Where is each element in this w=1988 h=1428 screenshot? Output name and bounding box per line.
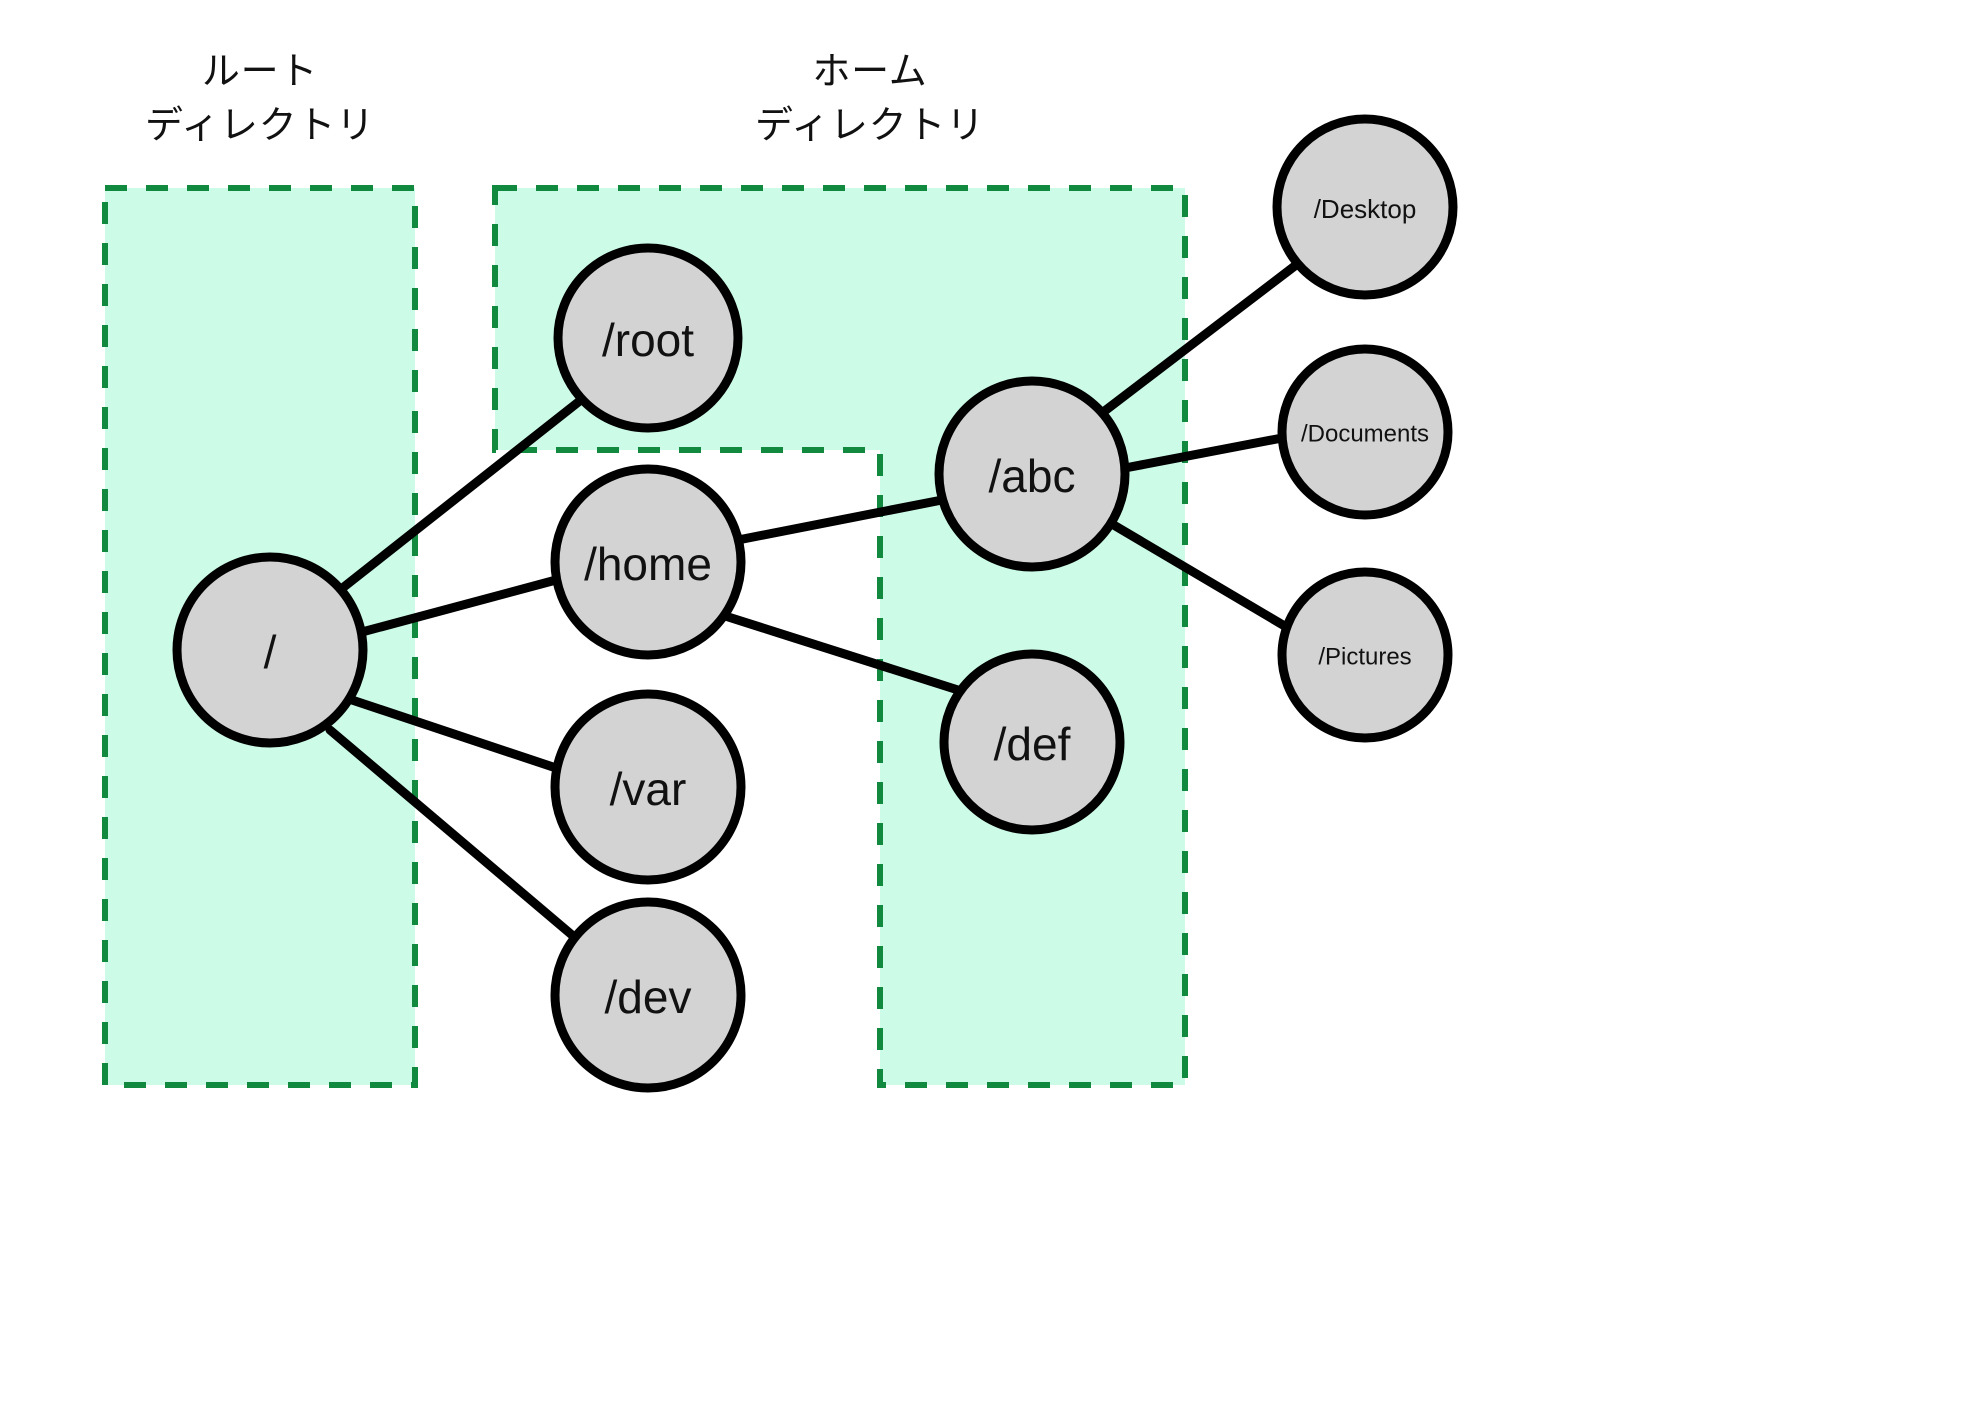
node-documents-circle[interactable] — [1277, 344, 1453, 520]
home-directory-region-label: ホーム ディレクトリ — [755, 51, 985, 147]
edge-home-to-def — [717, 610, 963, 695]
node-abc-label: /abc — [989, 450, 1076, 502]
node-abc-circle[interactable] — [934, 376, 1130, 572]
edge-abc-to-pictures — [1107, 519, 1293, 633]
node-var[interactable]: /var — [550, 689, 746, 885]
node-group: / /root /home /var /dev /abc — [172, 114, 1458, 1093]
node-desktop[interactable]: /Desktop — [1272, 114, 1458, 300]
node-documents[interactable]: /Documents — [1277, 344, 1453, 520]
edge-abc-to-desktop — [1097, 257, 1305, 418]
node-def[interactable]: /def — [939, 649, 1125, 835]
node-home[interactable]: /home — [550, 464, 746, 660]
node-def-label: /def — [994, 718, 1071, 770]
node-pictures-circle[interactable] — [1277, 567, 1453, 743]
edge-root-to-root-dir — [335, 391, 591, 595]
node-var-circle[interactable] — [550, 689, 746, 885]
edge-root-to-home — [357, 575, 561, 637]
node-dev[interactable]: /dev — [550, 897, 746, 1093]
node-root-dir-label: /root — [602, 314, 694, 366]
node-var-label: /var — [610, 763, 687, 815]
node-desktop-label: /Desktop — [1314, 194, 1417, 224]
node-root[interactable]: / — [172, 552, 368, 748]
node-home-circle[interactable] — [550, 464, 746, 660]
node-dev-label: /dev — [605, 971, 692, 1023]
edge-home-to-abc — [733, 495, 947, 545]
node-home-label: /home — [584, 538, 712, 590]
root-directory-region-label: ルート ディレクトリ — [145, 51, 375, 147]
edge-group — [325, 257, 1305, 940]
edge-root-to-dev — [325, 725, 577, 940]
edge-root-to-var — [347, 695, 567, 775]
node-dev-circle[interactable] — [550, 897, 746, 1093]
node-root-dir-circle[interactable] — [553, 243, 743, 433]
node-documents-label: /Documents — [1301, 421, 1429, 448]
node-desktop-circle[interactable] — [1272, 114, 1458, 300]
node-pictures-label: /Pictures — [1318, 644, 1411, 671]
node-pictures[interactable]: /Pictures — [1277, 567, 1453, 743]
edge-abc-to-documents — [1120, 433, 1287, 473]
node-abc[interactable]: /abc — [934, 376, 1130, 572]
node-root-circle[interactable] — [172, 552, 368, 748]
node-root-label: / — [264, 626, 277, 678]
node-root-dir[interactable]: /root — [553, 243, 743, 433]
node-def-circle[interactable] — [939, 649, 1125, 835]
